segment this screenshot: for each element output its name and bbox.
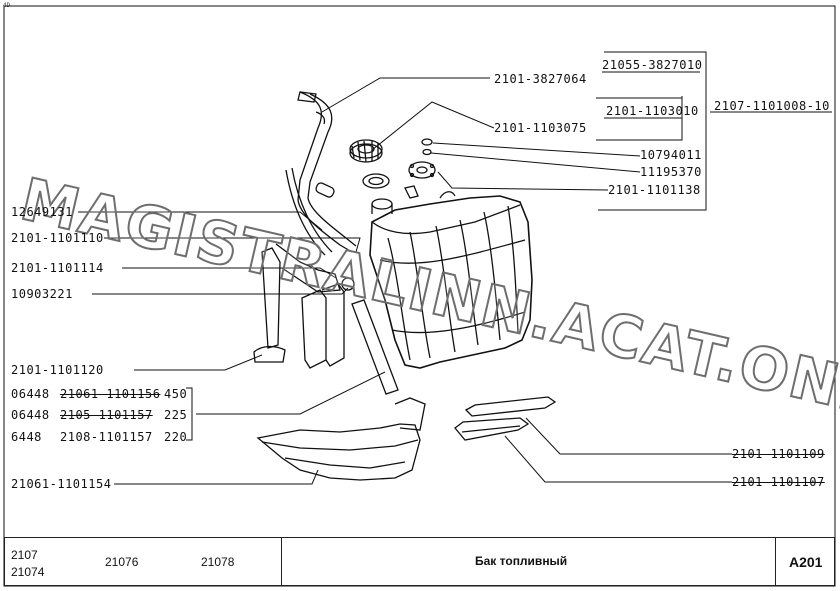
label-2101-1101114: 2101-1101114 xyxy=(11,261,104,275)
strip-row-2-part: 2105-1101157 xyxy=(60,408,153,422)
page-border xyxy=(3,5,836,587)
title-divider-right xyxy=(775,538,776,585)
model-21074: 21074 xyxy=(11,565,45,579)
strip-row-3-length: 220 xyxy=(164,430,188,444)
label-2101-1101138: 2101-1101138 xyxy=(608,183,701,197)
strip-row-3-part: 2108-1101157 xyxy=(60,430,153,444)
strip-row-2-length: 225 xyxy=(164,408,188,422)
label-rules xyxy=(602,71,832,119)
filler-pipe-shape xyxy=(285,91,357,256)
washer-top xyxy=(421,138,433,146)
label-21061-1101154: 21061-1101154 xyxy=(11,477,112,491)
washer-bottom xyxy=(422,148,432,156)
label-2101-1103075: 2101-1103075 xyxy=(494,121,587,135)
title-divider-left xyxy=(281,538,282,585)
sender-flange-shape xyxy=(408,161,436,179)
leader-lines xyxy=(78,77,732,485)
label-2101-1103010: 2101-1103010 xyxy=(606,104,699,118)
model-21078: 21078 xyxy=(201,555,235,569)
label-2101-3827064: 2101-3827064 xyxy=(494,72,587,86)
label-10903221: 10903221 xyxy=(11,287,73,301)
mounting-bracket-shape xyxy=(253,243,355,369)
strip-row-1-code: 06448 xyxy=(11,387,50,401)
strip-row-2-code: 06448 xyxy=(11,408,50,422)
label-2101-1101107: 2101-1101107 xyxy=(732,475,825,489)
gasket-ring-shape xyxy=(362,173,390,189)
title-block: 2107 21074 21076 21078 Бак топливный A20… xyxy=(4,537,835,586)
sheet-title: Бак топливный xyxy=(475,554,568,568)
strip-row-1-length: 450 xyxy=(164,387,188,401)
pad-lower-shape xyxy=(454,417,530,441)
label-2101-1101109: 2101-1101109 xyxy=(732,447,825,461)
label-2107-1101008-10: 2107-1101008-10 xyxy=(714,99,830,113)
model-2107: 2107 xyxy=(11,548,38,562)
strip-row-3-code: 6448 xyxy=(11,430,42,444)
pad-upper-shape xyxy=(464,396,557,417)
label-2101-1101120: 2101-1101120 xyxy=(11,363,104,377)
label-11195370: 11195370 xyxy=(640,165,702,179)
label-12649131: 12649131 xyxy=(11,205,73,219)
strip-row-1-part: 21061-1101156 xyxy=(60,387,161,401)
hose-shape xyxy=(315,182,335,198)
rubber-strip-shape xyxy=(351,299,399,395)
model-21076: 21076 xyxy=(105,555,139,569)
heat-shield-shape xyxy=(256,397,426,481)
group-brackets xyxy=(186,51,707,441)
label-21055-3827010: 21055-3827010 xyxy=(602,58,703,72)
sheet-code: A201 xyxy=(789,554,823,570)
filler-cap-shape xyxy=(349,139,383,163)
label-2101-1101110: 2101-1101110 xyxy=(11,231,104,245)
fuel-tank-shape xyxy=(369,185,533,369)
label-10794011: 10794011 xyxy=(640,148,702,162)
